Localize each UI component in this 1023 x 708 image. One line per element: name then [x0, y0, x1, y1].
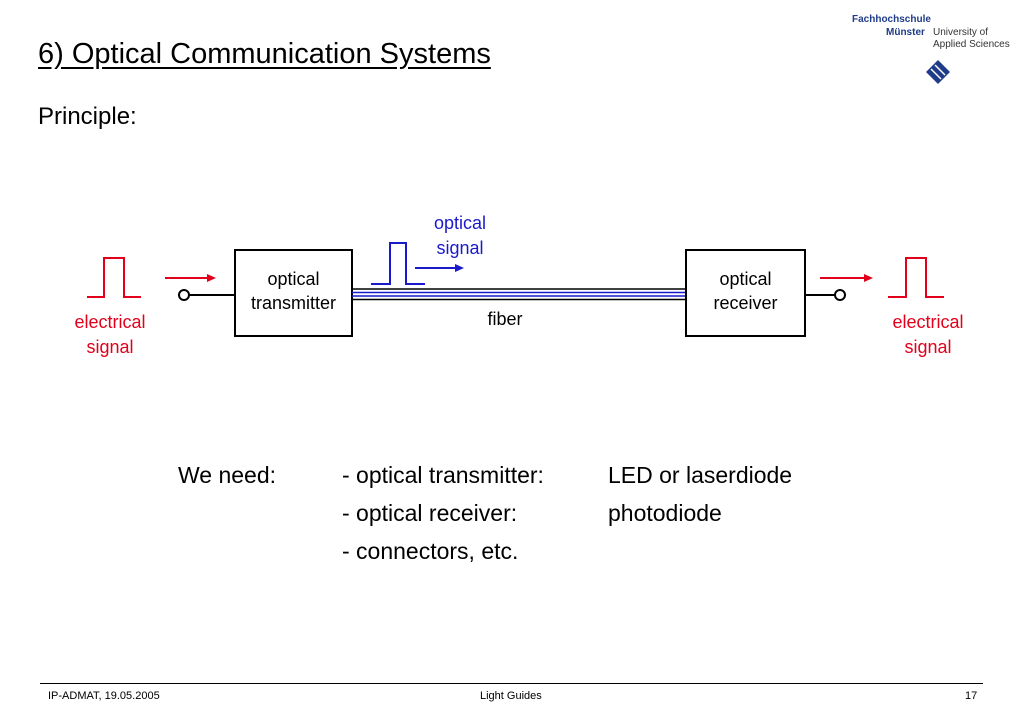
requirement-item: - optical receiver: [342, 500, 518, 526]
receiver-label-line2: receiver [713, 293, 777, 313]
logo-line1: Fachhochschule [852, 14, 931, 25]
fiber-label: fiber [487, 309, 522, 329]
receiver-label-line1: optical [719, 269, 771, 289]
electrical-arrow-left-icon [165, 274, 216, 282]
optical-link-diagram: optical transmitter fiber optical signal… [74, 213, 963, 357]
receiver-box [685, 249, 806, 337]
logo-line2-left: Münster [886, 27, 925, 38]
university-logo: Fachhochschule Münster University of App… [852, 14, 1010, 84]
electrical-right-label-line2: signal [904, 337, 951, 357]
optical-signal-label-line1: optical [434, 213, 486, 233]
footer-left: IP-ADMAT, 19.05.2005 [48, 690, 160, 702]
logo-emblem-icon [926, 60, 950, 84]
electrical-right-label-line1: electrical [892, 312, 963, 332]
logo-line2-right: University of [933, 27, 988, 38]
optical-arrow-icon [415, 264, 464, 272]
requirement-value: LED or laserdiode [608, 462, 793, 488]
slide-title: 6) Optical Communication Systems [38, 38, 491, 70]
electrical-left-label-line2: signal [86, 337, 133, 357]
transmitter-label-line2: transmitter [251, 293, 336, 313]
requirements-list: We need: - optical transmitter: LED or l… [0, 456, 1023, 576]
slide-subtitle: Principle: [38, 103, 137, 130]
footer-center: Light Guides [480, 690, 542, 702]
input-terminal-icon [178, 289, 235, 301]
footer-divider [40, 683, 983, 684]
output-terminal-icon [805, 289, 846, 301]
electrical-pulse-right-icon [888, 257, 944, 298]
optical-pulse-icon [371, 242, 425, 285]
optical-signal-label-line2: signal [436, 238, 483, 258]
requirements-heading: We need: [178, 462, 277, 488]
page-number: 17 [965, 690, 978, 702]
fiber-cable [352, 288, 686, 301]
logo-line3: Applied Sciences [933, 39, 1010, 50]
transmitter-box [234, 249, 353, 337]
requirement-item: - connectors, etc. [342, 538, 519, 564]
electrical-pulse-left-icon [87, 257, 141, 298]
electrical-left-label-line1: electrical [74, 312, 145, 332]
requirement-item: - optical transmitter: [342, 462, 544, 488]
transmitter-label-line1: optical [267, 269, 319, 289]
electrical-arrow-right-icon [820, 274, 873, 282]
requirement-value: photodiode [608, 500, 722, 526]
